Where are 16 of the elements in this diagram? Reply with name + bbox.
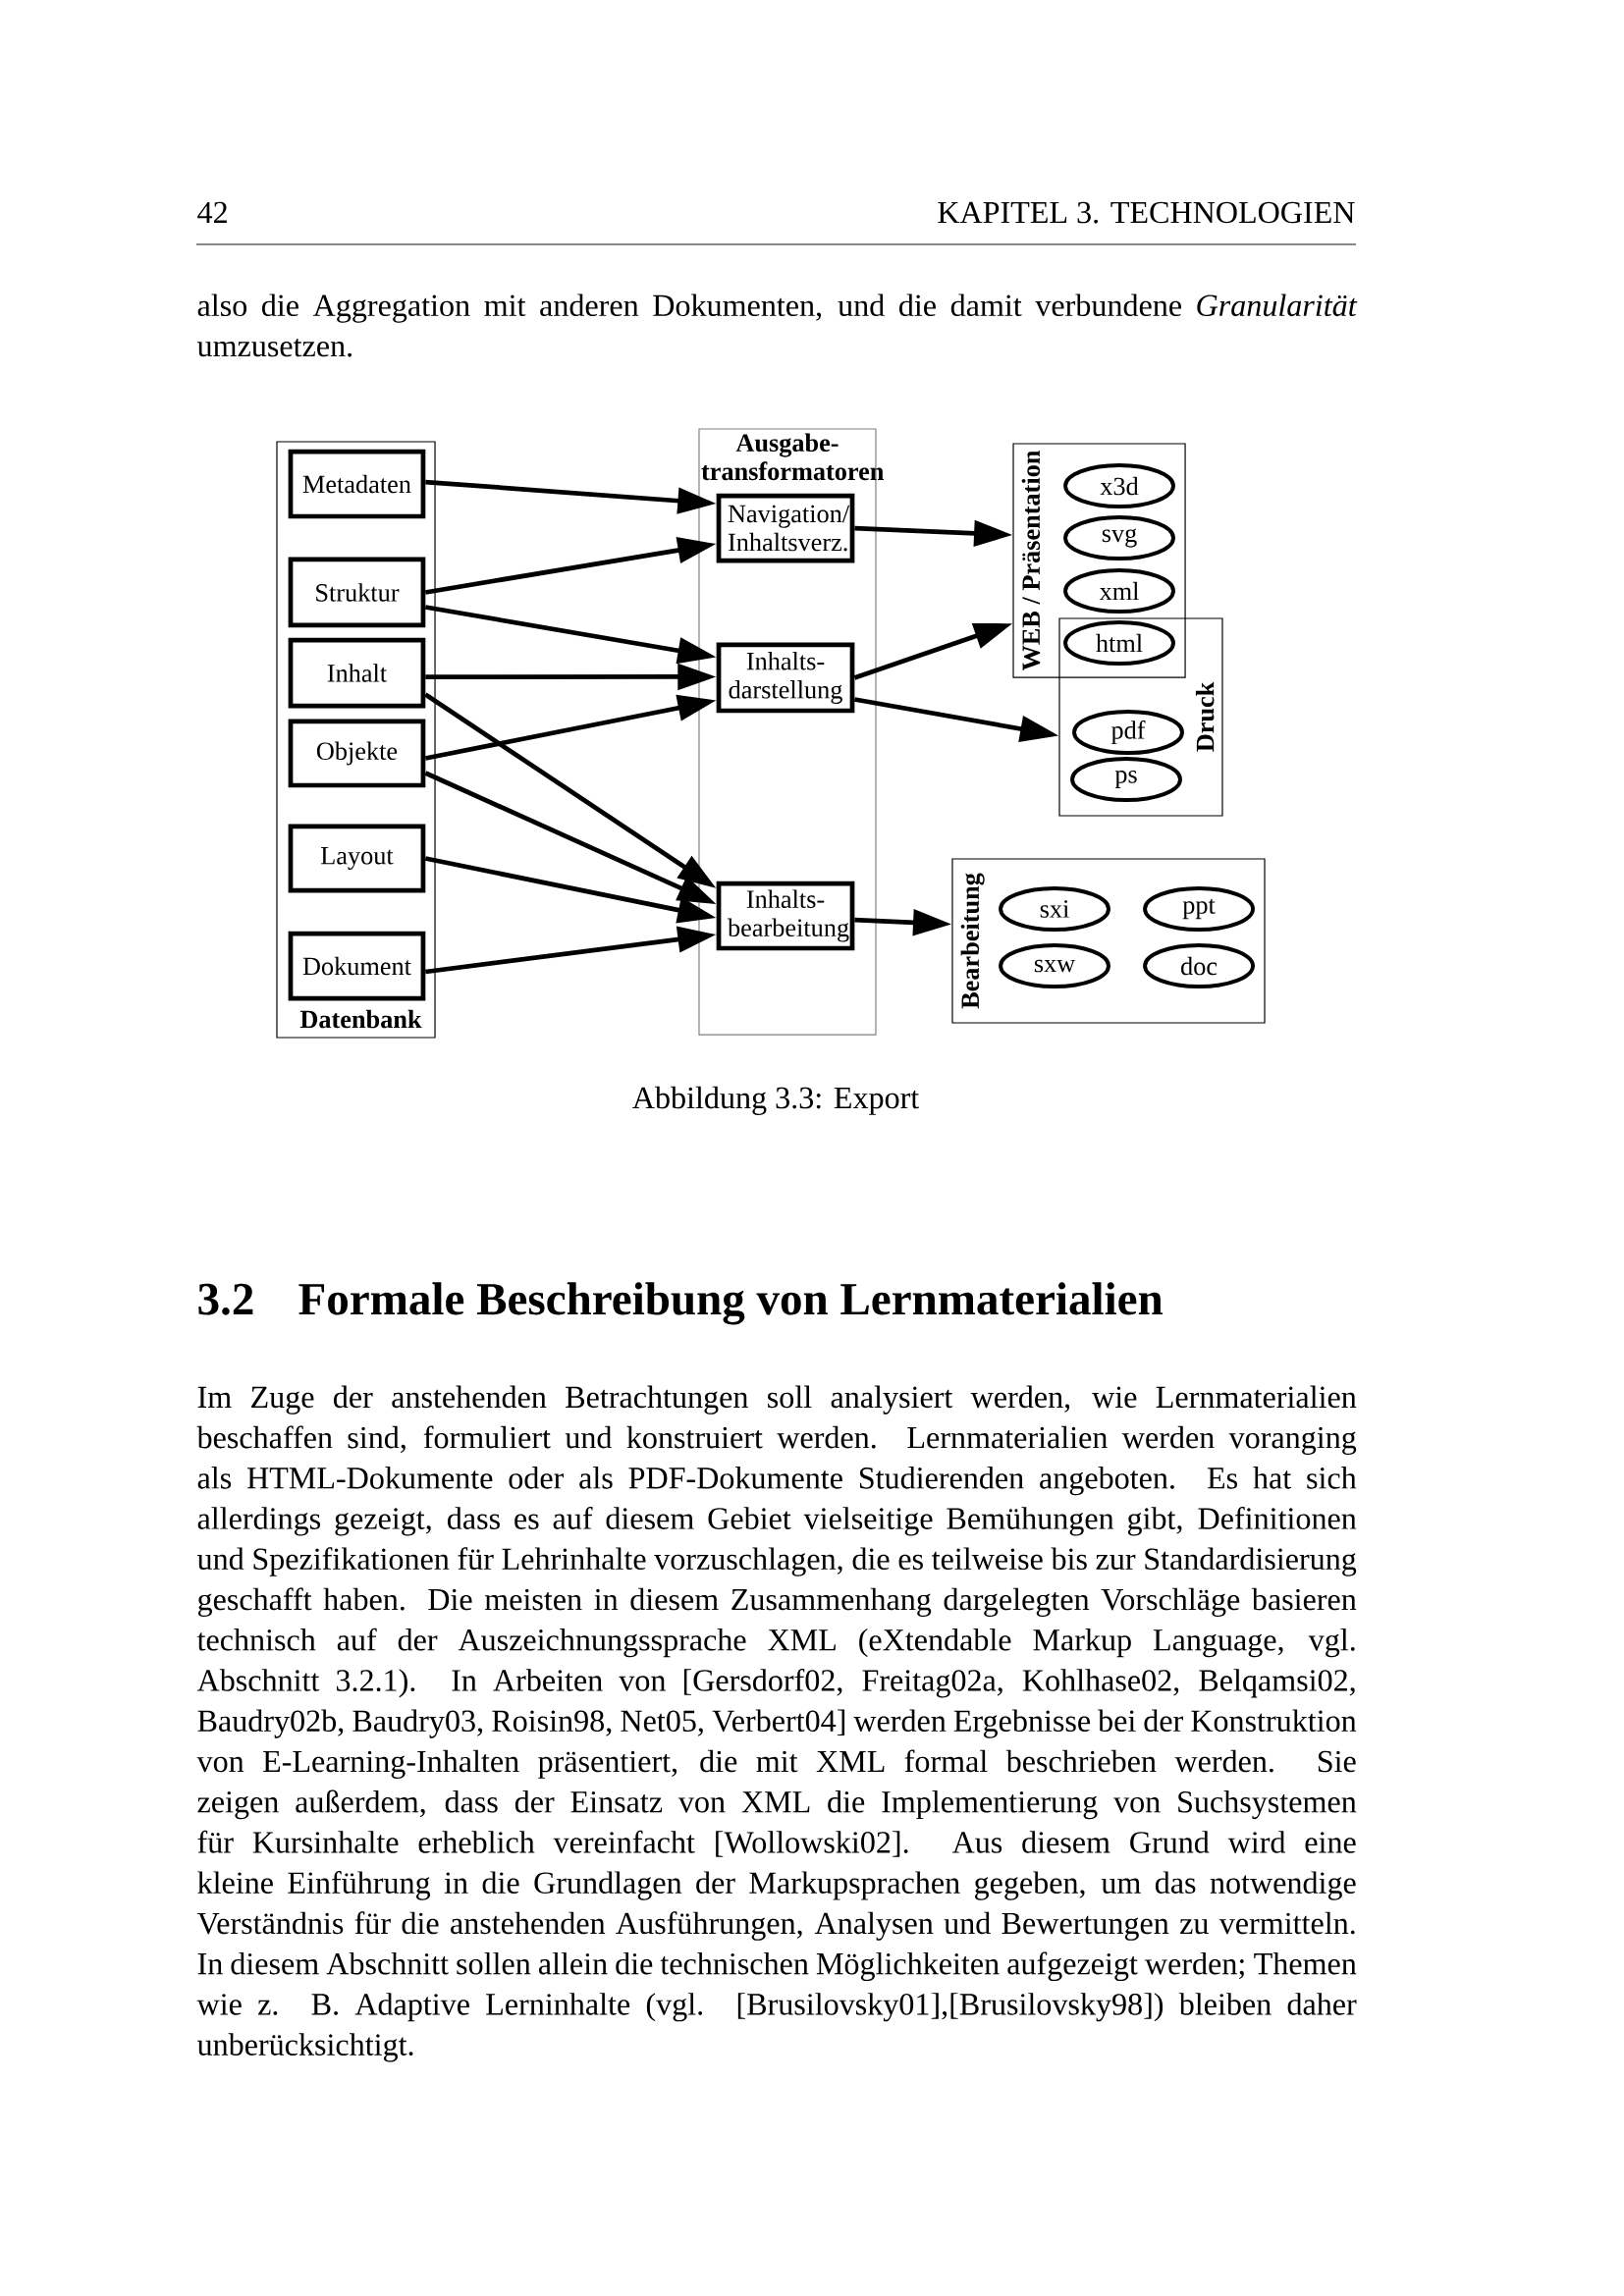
component-box: Navigation/ Inhaltsverz. [716, 493, 855, 563]
running-header: KAPITEL 3. TECHNOLOGIEN [938, 201, 1355, 224]
component-box: Objekte [288, 719, 426, 788]
component-box: Metadaten [288, 449, 426, 519]
component-box: Layout [288, 824, 426, 893]
component-box: Dokument [288, 931, 426, 1001]
component-box: Struktur [288, 557, 426, 628]
paragraph: Im Zuge der anstehenden Betrachtungen soll analysiert werden, wie Lernmaterialien beschaffen sind, formuliert und konstruiert werden. Lernmaterialien werden voranging als HTML-Dokumente oder als PDF-Dokumente Studierenden angeboten. Es hat sich allerdings gezeigt, dass es auf diesem Gebiet vielseitige Bemühungen gibt, Definitionen und Spezifikationen für Lehrinhalte vorzuschlagen, die es teilweise bis zur Standardisierung geschafft haben. Die meisten in diesem Zusammenhang dargelegten Vorschläge basieren technisch auf der Auszeichnungssprache XML (eXtendable Markup Language, vgl. Abschnitt 3.2.1). In Arbeiten von [Gersdorf02, Freitag02a, Kohlhase02, Belqamsi02, Baudry02b, Baudry03, Roisin98, Net05, Verbert04] werden Ergebnisse bei der Konstruktion von E-Learning-Inhalten präsentiert, die mit XML formal beschrieben werden. Sie zeigen außerdem, dass der Einsatz von XML die Implementierung von Suchsystemen für Kursinhalte erheblich vereinfacht [Wollowski02]. Aus diesem Grund wird eine kleine Einführung in die Grundlagen der Markupsprachen gegeben, um das notwendige Verständnis für die anstehenden Ausführungen, Analysen und Bewertungen zu vermitteln. In diesem Abschnitt sollen allein die technischen Möglichkeiten aufgezeigt werden; Themen wie z. B. Adaptive Lerninhalte (vgl. [Brusilovsky01],[Brusilovsky98]) bleiben daher unberücksichtigt. [196, 1385, 1357, 2062]
component-box: Inhalt [288, 637, 426, 709]
component-box: Inhalts- bearbeitung [716, 881, 855, 951]
section-number: 3.2 [198, 1283, 253, 1315]
section-heading: Formale Beschreibung von Lernmaterialien [298, 1282, 1164, 1325]
component-box: Inhalts- darstellung [716, 642, 855, 714]
page-number: 42 [197, 201, 228, 223]
figure-caption: Abbildung 3.3: Export [632, 1086, 920, 1115]
paragraph: also die Aggregation mit anderen Dokumenten, und die damit verbundene Granularität umzusetzen. [197, 294, 1358, 357]
